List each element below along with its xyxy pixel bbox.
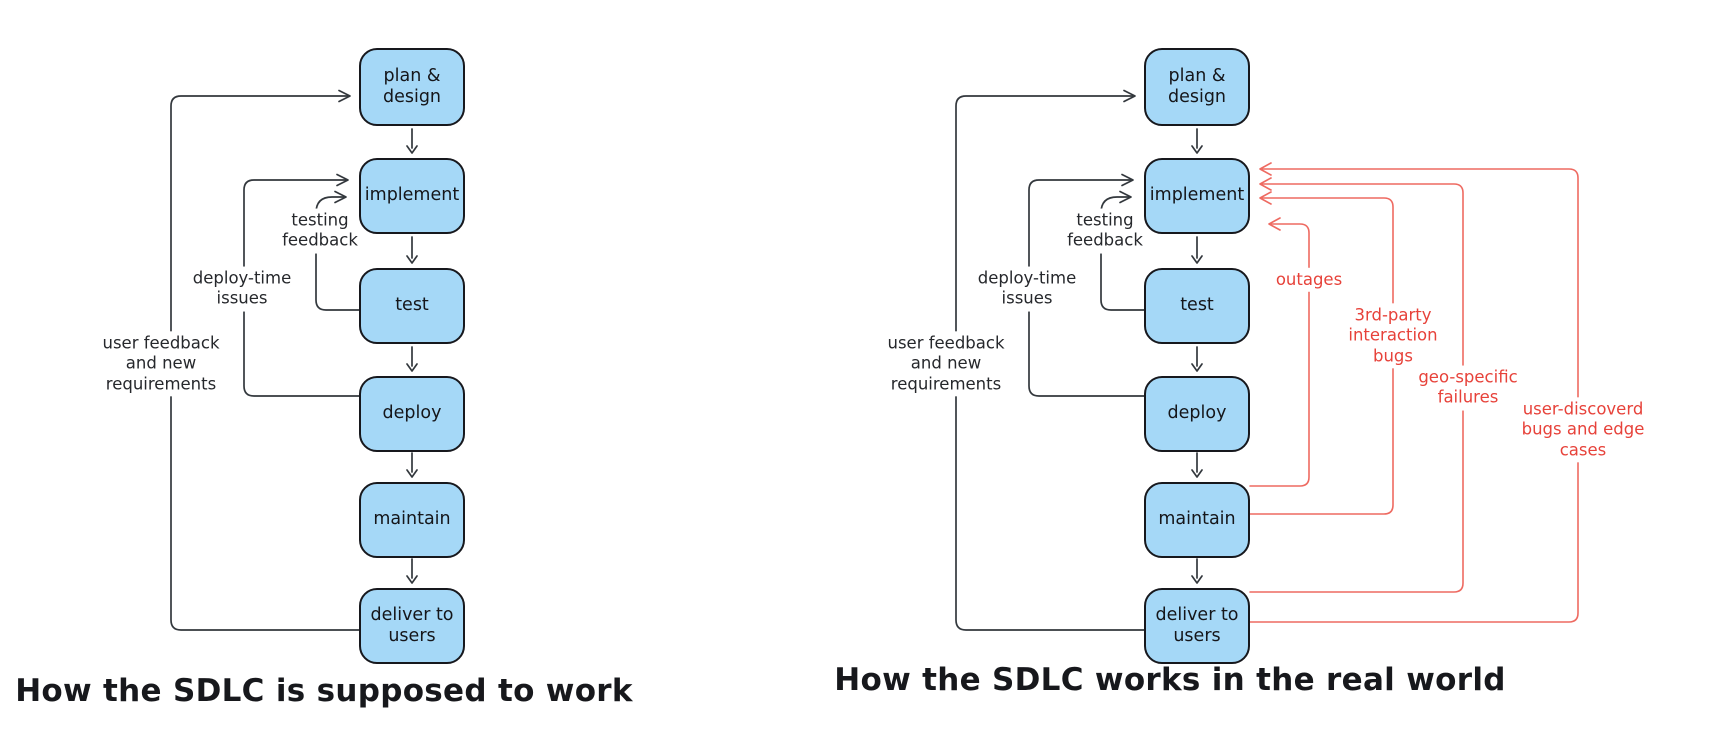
failure-label-user-discovered-bugs: user-discoverd bugs and edge cases — [1514, 397, 1652, 463]
left-label-deploy-time-issues: deploy-time issues — [187, 266, 297, 312]
right-label-user-feedback: user feedback and new requirements — [882, 331, 1010, 397]
right-label-deploy-time-issues: deploy-time issues — [972, 266, 1082, 312]
right-node-plan-design: plan & design — [1144, 48, 1250, 126]
left-label-user-feedback: user feedback and new requirements — [97, 331, 225, 397]
left-flow-arrows — [406, 128, 418, 584]
right-node-test: test — [1144, 268, 1250, 344]
right-node-deliver-to-users: deliver to users — [1144, 588, 1250, 664]
failure-arrow-outages — [1249, 217, 1310, 487]
left-loop-testing-feedback-arrow — [315, 190, 360, 311]
right-loop-testing-feedback-arrow — [1100, 190, 1145, 311]
left-caption: How the SDLC is supposed to work — [15, 673, 633, 709]
failure-label-outages: outages — [1270, 267, 1348, 293]
right-node-deploy: deploy — [1144, 376, 1250, 452]
left-node-test: test — [359, 268, 465, 344]
failure-label-geo-specific-failures: geo-specific failures — [1413, 365, 1523, 411]
right-caption: How the SDLC works in the real world — [834, 662, 1506, 698]
left-node-deliver-to-users: deliver to users — [359, 588, 465, 664]
failure-arrow-user-discovered — [1249, 162, 1579, 623]
left-node-maintain: maintain — [359, 482, 465, 558]
left-node-plan-design: plan & design — [359, 48, 465, 126]
left-label-testing-feedback: testing feedback — [277, 208, 363, 254]
right-node-maintain: maintain — [1144, 482, 1250, 558]
right-label-testing-feedback: testing feedback — [1062, 208, 1148, 254]
right-node-implement: implement — [1144, 158, 1250, 234]
left-node-implement: implement — [359, 158, 465, 234]
right-flow-arrows — [1191, 128, 1203, 584]
left-node-deploy: deploy — [359, 376, 465, 452]
failure-label-3rd-party-bugs: 3rd-party interaction bugs — [1343, 303, 1443, 369]
